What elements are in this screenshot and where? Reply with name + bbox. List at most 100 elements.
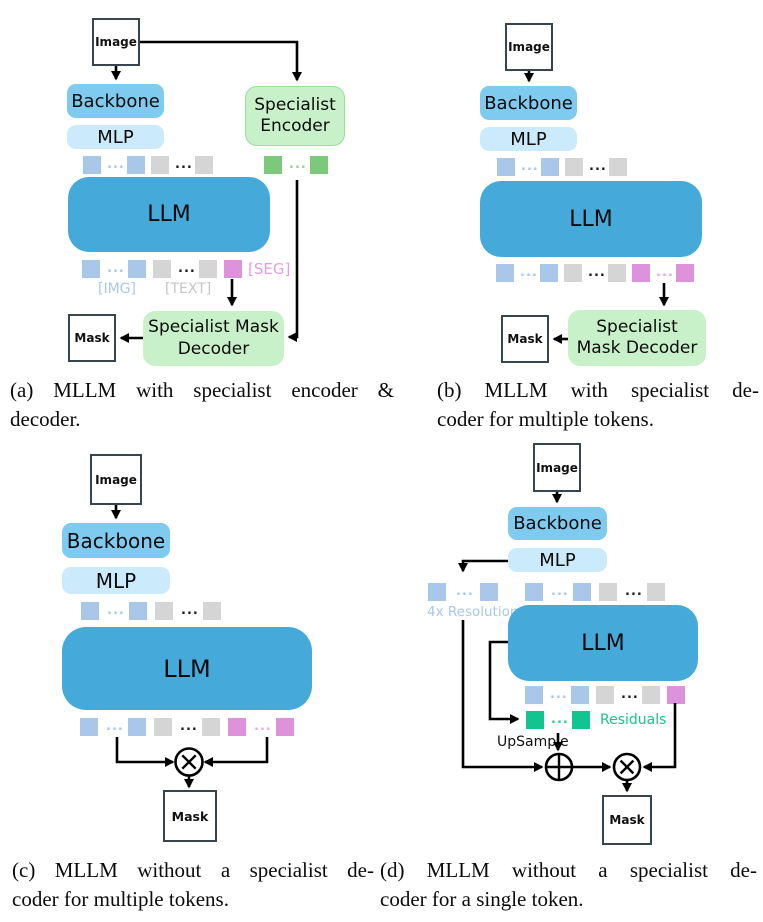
ellipsis: ... — [589, 159, 607, 174]
ellipsis: ... — [588, 265, 606, 280]
panel-c-output-token-row: ... ... ... — [80, 718, 294, 736]
seg-token — [632, 264, 650, 282]
mask-label: Mask — [507, 332, 543, 346]
panel-c-mask-box: Mask — [163, 790, 217, 842]
image-token — [129, 602, 147, 620]
ellipsis: ... — [106, 719, 124, 734]
text-token — [608, 264, 626, 282]
encoder-token — [264, 156, 282, 174]
add-operator — [544, 752, 574, 782]
panel-c-mlp-box: MLP — [62, 567, 170, 594]
ellipsis: ... — [107, 157, 125, 172]
llm-label: LLM — [569, 206, 613, 232]
caption-line: (c) MLLM without a specialist de- — [12, 858, 374, 882]
panel-c-input-token-row: ... ... — [81, 602, 221, 620]
ellipsis: ... — [656, 265, 674, 280]
image-token — [525, 583, 543, 601]
mlp-label: MLP — [510, 128, 547, 150]
arrow-d-mlp-to-highres-tokens — [458, 559, 508, 573]
residuals-label: Residuals — [600, 712, 667, 728]
mlp-label: MLP — [97, 126, 134, 148]
panel-b-backbone-box: Backbone — [480, 86, 577, 120]
seg-token — [228, 718, 246, 736]
ellipsis: ... — [621, 687, 639, 702]
image-token — [82, 260, 100, 278]
panel-a-specialist-mask-decoder-box: Specialist Mask Decoder — [143, 311, 284, 366]
text-token — [642, 686, 660, 704]
llm-label: LLM — [581, 630, 625, 656]
text-token — [202, 718, 220, 736]
panel-d-llm-box: LLM — [508, 605, 698, 681]
image-token — [80, 718, 98, 736]
img-token-label: [IMG] — [98, 281, 136, 297]
image-token — [128, 718, 146, 736]
image-token — [128, 260, 146, 278]
text-token — [203, 602, 221, 620]
image-token — [428, 583, 446, 601]
mlp-label: MLP — [95, 568, 137, 593]
ellipsis: ... — [625, 584, 643, 599]
panel-a-mlp-box: MLP — [67, 125, 164, 149]
panel-d-mlp-box: MLP — [508, 548, 607, 572]
ellipsis: ... — [254, 719, 272, 734]
ellipsis: ... — [456, 584, 474, 599]
panel-b-llm-box: LLM — [480, 181, 702, 257]
panel-b-output-token-row: ... ... ... — [496, 264, 694, 282]
panel-a-backbone-box: Backbone — [67, 84, 164, 118]
image-label: Image — [95, 472, 137, 487]
panel-b-mask-box: Mask — [501, 315, 549, 363]
panel-d-backbone-box: Backbone — [508, 507, 607, 540]
ellipsis: ... — [175, 157, 193, 172]
ellipsis: ... — [551, 584, 569, 599]
ellipsis: ... — [520, 265, 538, 280]
text-token — [151, 156, 169, 174]
panel-d-highres-token-row: ... — [428, 583, 498, 601]
mask-label: Mask — [74, 331, 110, 345]
backbone-label: Backbone — [66, 528, 166, 553]
caption-line: coder for multiple tokens. — [12, 887, 229, 911]
ellipsis: ... — [550, 687, 568, 702]
encoder-token — [310, 156, 328, 174]
panel-c-caption: (c) MLLM without a specialist de- coder … — [12, 856, 374, 914]
text-token — [155, 602, 173, 620]
upsample-label: UpSample — [497, 734, 569, 750]
image-label: Image — [536, 460, 578, 475]
image-token — [540, 264, 558, 282]
image-token — [541, 158, 559, 176]
text-token — [154, 718, 172, 736]
image-token — [573, 583, 591, 601]
caption-line: decoder. — [10, 407, 81, 431]
image-token — [525, 686, 543, 704]
ellipsis: ... — [107, 261, 125, 276]
llm-label: LLM — [147, 202, 191, 227]
text-token — [195, 156, 213, 174]
text-token — [647, 583, 665, 601]
backbone-label: Backbone — [484, 92, 573, 114]
text-token — [153, 260, 171, 278]
text-token — [609, 158, 627, 176]
seg-token — [676, 264, 694, 282]
panel-c-image-box: Image — [90, 454, 142, 505]
specialist-encoder-label: Specialist Encoder — [254, 94, 336, 136]
mask-label: Mask — [171, 808, 209, 824]
panel-b-mlp-box: MLP — [480, 127, 577, 151]
panel-d-output-token-row: ... ... — [525, 686, 685, 704]
panel-a-input-token-row: ... ... — [83, 156, 213, 174]
text-token — [596, 686, 614, 704]
caption-line: coder for multiple tokens. — [437, 407, 654, 431]
arrow-c-image-tokens-to-multiply — [115, 737, 175, 767]
image-token — [81, 602, 99, 620]
image-token — [496, 264, 514, 282]
arrow-c-seg-tokens-to-multiply — [203, 737, 269, 767]
text-token-label: [TEXT] — [165, 281, 212, 297]
seg-token-label: [SEG] — [248, 260, 291, 278]
panel-a-image-box: Image — [92, 18, 140, 66]
residual-token — [572, 711, 590, 729]
four-x-resolution-label: 4x Resolution — [427, 604, 519, 620]
backbone-label: Backbone — [513, 513, 602, 534]
caption-line: (a) MLLM with specialist encoder & — [10, 378, 394, 402]
panel-b-input-token-row: ... ... — [497, 158, 627, 176]
text-token — [199, 260, 217, 278]
panel-a-mask-box: Mask — [68, 314, 116, 362]
ellipsis: ... — [178, 261, 196, 276]
